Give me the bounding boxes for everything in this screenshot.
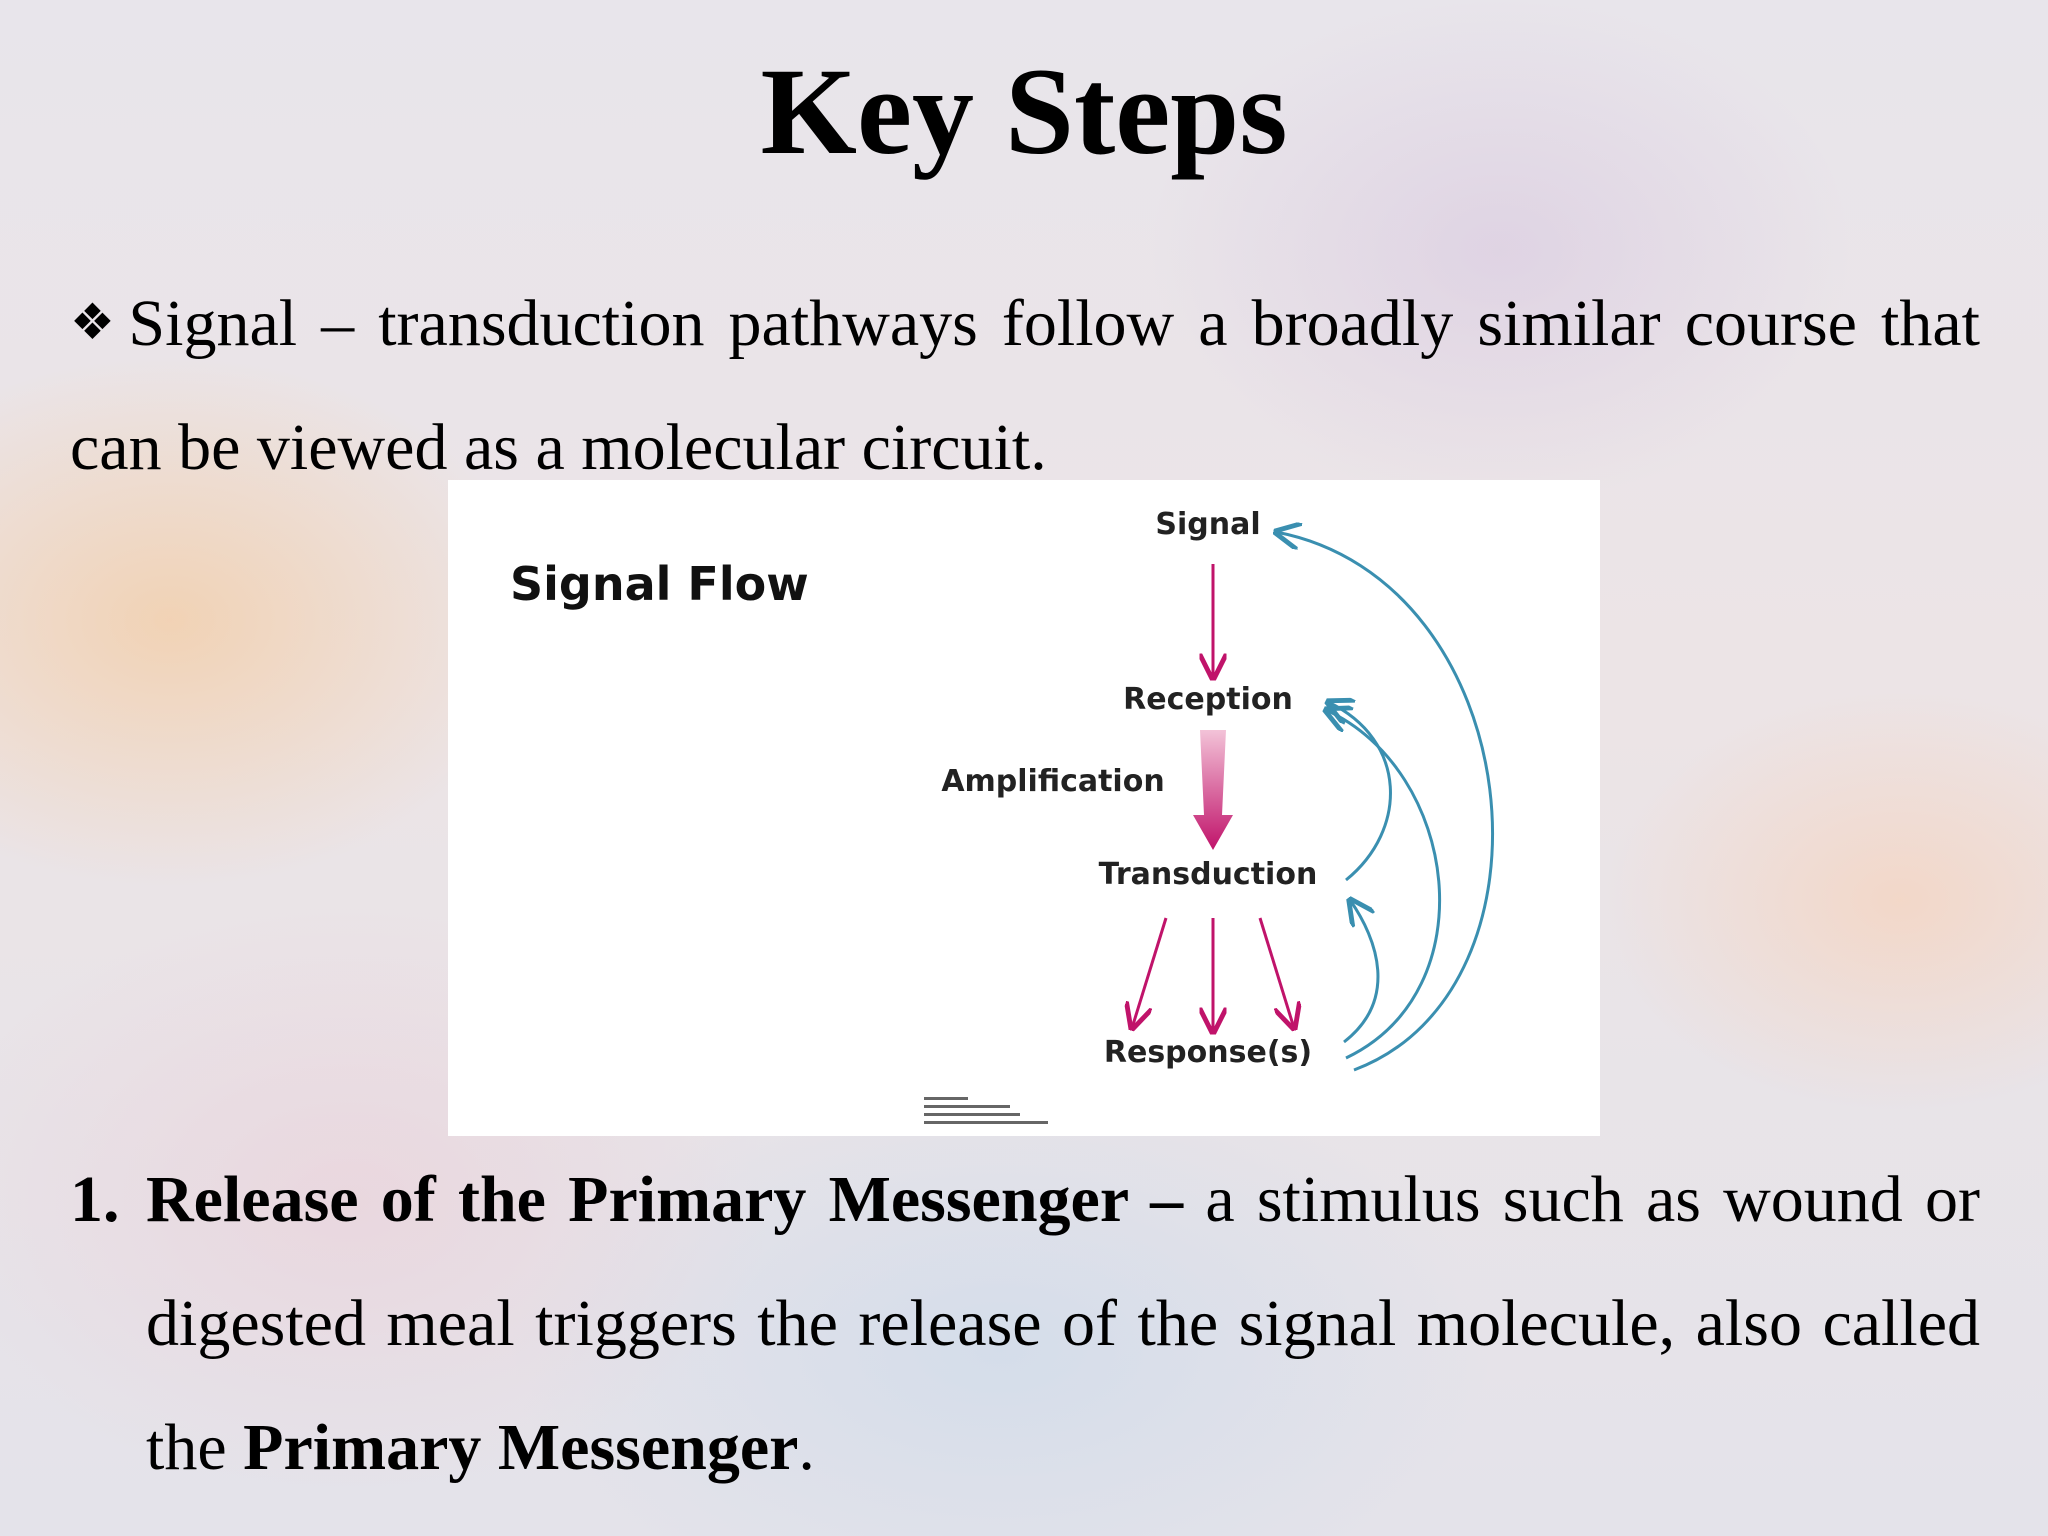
step-1-end: .: [798, 1411, 815, 1484]
node-amplification: Amplification: [941, 764, 1164, 799]
arrow-transduction-to-response-right: [1258, 917, 1294, 1028]
node-signal: Signal: [1155, 507, 1260, 542]
node-reception: Reception: [1123, 682, 1293, 717]
signal-flow-diagram: Signal Flow Signal Reception Amplificati…: [510, 507, 1495, 1124]
amplification-arrow: [1193, 730, 1233, 850]
node-transduction: Transduction: [1099, 857, 1318, 892]
feedback-response-to-reception: [1326, 710, 1441, 1060]
figure-credit-mark: [924, 1097, 1048, 1124]
step-1-body: a stimulus such as wound or digested mea…: [146, 1163, 1980, 1484]
feedback-response-to-transduction: [1343, 900, 1380, 1044]
slide-title: Key Steps: [760, 43, 1288, 180]
feedback-response-to-signal: [1276, 532, 1495, 1072]
signal-flow-figure: Signal Flow Signal Reception Amplificati…: [448, 480, 1600, 1136]
primary-messenger-term: Primary Messenger: [243, 1411, 799, 1484]
figure-heading: Signal Flow: [510, 557, 809, 611]
intro-paragraph: ❖Signal – transduction pathways follow a…: [70, 260, 1980, 510]
intro-text: Signal – transduction pathways follow a …: [70, 287, 1981, 484]
feedback-transduction-to-reception: [1328, 702, 1392, 882]
step-1-text: Release of the Primary Messenger – a sti…: [146, 1138, 1980, 1510]
four-diamond-bullet-icon: ❖: [70, 294, 123, 350]
node-response: Response(s): [1104, 1035, 1312, 1070]
step-1-number: 1.: [70, 1163, 120, 1236]
arrow-transduction-to-response-left: [1132, 917, 1168, 1028]
step-1-heading: Release of the Primary Messenger –: [146, 1163, 1184, 1236]
